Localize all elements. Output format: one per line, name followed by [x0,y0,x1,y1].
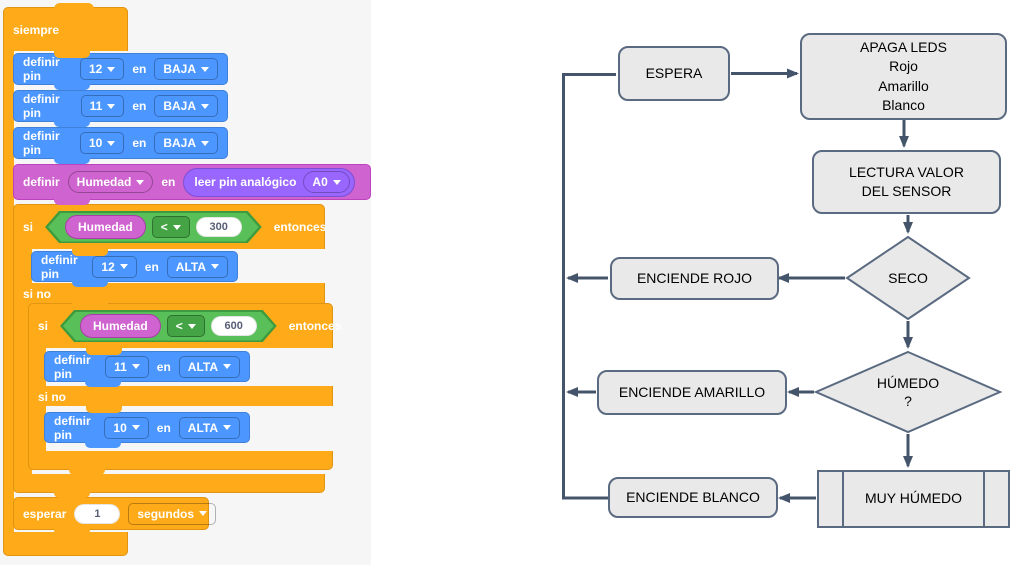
condition-1[interactable]: Humedad < 300 [45,211,262,243]
wait-label: esperar [23,506,67,521]
if2-else-label: si no [38,390,67,404]
flow-node-espera: ESPERA [618,46,730,101]
if2-si-label: si [38,319,49,333]
set-pin-label: definir pin [54,352,91,381]
level-dropdown[interactable]: ALTA [178,416,240,439]
decision-humedo-label: HÚMEDO ? [876,374,940,409]
chevron-down-icon [107,103,116,109]
level-dropdown[interactable]: BAJA [154,58,218,80]
predefined-process-bar-right [983,472,985,526]
chevron-down-icon [211,264,219,269]
read-analog-label: leer pin analógico [194,175,297,189]
set-pin-label: definir pin [23,92,60,120]
en-label: en [132,99,147,113]
flow-node-enciende-blanco: ENCIENDE BLANCO [608,477,778,518]
if2-header: si Humedad < 600 entonces [29,304,341,348]
if1-header: si Humedad < 300 entonces [14,205,327,249]
chevron-down-icon [223,425,231,430]
operator-dropdown-2[interactable]: < [167,315,205,337]
if2-entonces-label: entonces [288,319,342,333]
predefined-process-bar-left [842,472,844,526]
chevron-down-icon [201,103,209,109]
wait-value-input[interactable]: 1 [74,503,121,524]
en-label: en [132,136,147,150]
pin-dropdown[interactable]: 11 [80,95,125,117]
operator-dropdown-1[interactable]: < [152,216,190,238]
set-pin-block-10-alta[interactable]: definir pin 10 en ALTA [44,412,250,448]
pin-dropdown[interactable]: 12 [92,255,137,278]
en-label: en [161,175,176,189]
read-analog-reporter[interactable]: leer pin analógico A0 [183,167,355,197]
port-dropdown[interactable]: A0 [303,171,350,193]
set-pin-block-12-alta[interactable]: definir pin 12 en ALTA [31,251,238,287]
set-pin-block-12-baja[interactable]: definir pin 12 en BAJA [13,53,228,90]
set-pin-label: definir pin [54,413,91,442]
chevron-down-icon [107,140,116,146]
decision-seco-label: SECO [888,269,928,286]
chevron-down-icon [188,324,196,329]
set-pin-label: definir pin [23,55,60,83]
flow-node-enciende-amarillo: ENCIENDE AMARILLO [597,370,787,415]
if1-si-label: si [23,220,34,234]
set-pin-block-10-baja[interactable]: definir pin 10 en BAJA [13,127,228,164]
level-dropdown[interactable]: ALTA [166,255,228,278]
pin-dropdown[interactable]: 10 [79,132,125,154]
wait-block[interactable]: esperar 1 segundos [13,497,217,535]
forever-block-header: siempre [4,8,127,51]
set-variable-block[interactable]: definir Humedad en leer pin analógico A0 [13,164,371,205]
level-dropdown[interactable]: ALTA [178,355,240,378]
flow-node-muy-humedo: MUY HÚMEDO [817,470,1010,528]
chevron-down-icon [119,264,128,269]
en-label: en [156,359,171,374]
decision-humedo-shape [813,350,1003,434]
decision-seco-shape [845,235,971,321]
definir-label: definir [23,175,60,189]
threshold-input-1[interactable]: 300 [196,217,242,237]
chevron-down-icon [131,425,140,430]
condition-2[interactable]: Humedad < 600 [60,310,277,342]
en-label: en [132,62,147,76]
humedad-variable[interactable]: Humedad [65,215,146,239]
chevron-down-icon [107,66,116,72]
set-pin-label: definir pin [23,129,60,157]
if1-else-label: si no [23,287,52,301]
chevron-down-icon [199,511,208,516]
humedad-variable[interactable]: Humedad [80,314,161,338]
threshold-input-2[interactable]: 600 [211,316,257,336]
chevron-down-icon [201,66,209,72]
level-dropdown[interactable]: BAJA [154,132,218,154]
level-dropdown[interactable]: BAJA [154,95,218,117]
flow-node-lectura: LECTURA VALOR DEL SENSOR [812,150,1001,214]
set-pin-block-11-alta[interactable]: definir pin 11 en ALTA [44,351,250,387]
pin-dropdown[interactable]: 12 [79,58,125,80]
variable-dropdown[interactable]: Humedad [67,171,154,193]
if1-entonces-label: entonces [273,220,327,234]
block-editor-panel: siempre si Humedad < 300 entonces si no [0,0,371,565]
flow-node-apaga-leds: APAGA LEDS Rojo Amarillo Blanco [800,33,1007,120]
pin-dropdown[interactable]: 10 [104,416,149,439]
chevron-down-icon [223,364,231,369]
set-pin-label: definir pin [41,252,78,281]
loop-return-connector [562,73,616,500]
forever-label: siempre [13,22,60,37]
chevron-down-icon [201,140,209,146]
flow-node-enciende-rojo: ENCIENDE ROJO [610,257,779,300]
chevron-down-icon [136,179,145,185]
pin-dropdown[interactable]: 11 [105,355,149,378]
wait-unit-dropdown[interactable]: segundos [128,502,217,525]
chevron-down-icon [173,225,181,230]
en-label: en [156,420,171,435]
set-pin-block-11-baja[interactable]: definir pin 11 en BAJA [13,90,228,127]
chevron-down-icon [332,179,341,185]
chevron-down-icon [131,364,140,369]
en-label: en [144,259,159,274]
